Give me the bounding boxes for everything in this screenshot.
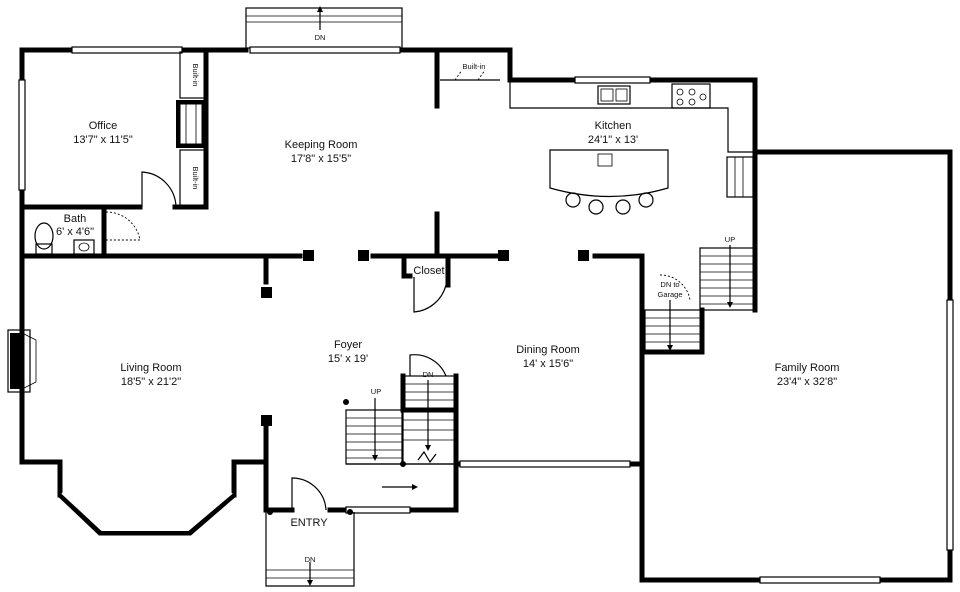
dining-room-name: Dining Room: [516, 344, 580, 356]
entry-steps: [265, 477, 355, 587]
office-dims: 13'7" x 11'5": [73, 134, 133, 146]
entry-dn-label: DN: [305, 555, 316, 564]
builtin-office-upper-label: Built-in: [191, 64, 200, 87]
family-room-name: Family Room: [775, 362, 840, 374]
deck-dn-label: DN: [315, 33, 326, 42]
office-door[interactable]: [141, 171, 177, 208]
closet-name: Closet: [413, 265, 444, 277]
family-room-dims: 23'4" x 32'8": [777, 376, 837, 388]
bath-name: Bath: [64, 213, 87, 225]
office-name: Office: [89, 120, 118, 132]
keeping-room-dims: 17'8" x 15'5": [291, 153, 351, 165]
builtin-office-lower-label: Built-in: [191, 167, 200, 190]
bath-dims: 6' x 4'6": [56, 226, 94, 238]
foyer-stair-dn-label: DN: [423, 370, 434, 379]
family-stair-up-label: UP: [725, 235, 735, 244]
foyer-name: Foyer: [334, 339, 362, 351]
windows: [7, 46, 954, 584]
kitchen-dims: 24'1" x 13': [588, 134, 638, 146]
garage-stair-label-1: DN to: [660, 280, 679, 289]
living-room-dims: 18'5" x 21'2": [121, 376, 181, 388]
dining-room-dims: 14' x 15'6": [523, 358, 573, 370]
walls: [19, 47, 953, 583]
keeping-room-name: Keeping Room: [285, 139, 358, 151]
bath-fixtures: [34, 211, 141, 255]
kitchen-name: Kitchen: [595, 120, 632, 132]
office-builtins: [176, 51, 207, 207]
closet-door[interactable]: [413, 277, 447, 313]
entry-name: ENTRY: [290, 517, 328, 529]
foyer-stair-up-label: UP: [371, 387, 381, 396]
builtin-top-label: Built-in: [463, 62, 486, 71]
kitchen-fixtures: [509, 82, 755, 215]
foyer-stairs: [343, 354, 457, 490]
living-room-name: Living Room: [120, 362, 181, 374]
garage-stair-label-2: Garage: [657, 290, 682, 299]
top-builtin: [440, 69, 500, 81]
foyer-dims: 15' x 19': [328, 353, 368, 365]
columns: [261, 250, 589, 426]
family-stairs: [644, 245, 755, 353]
